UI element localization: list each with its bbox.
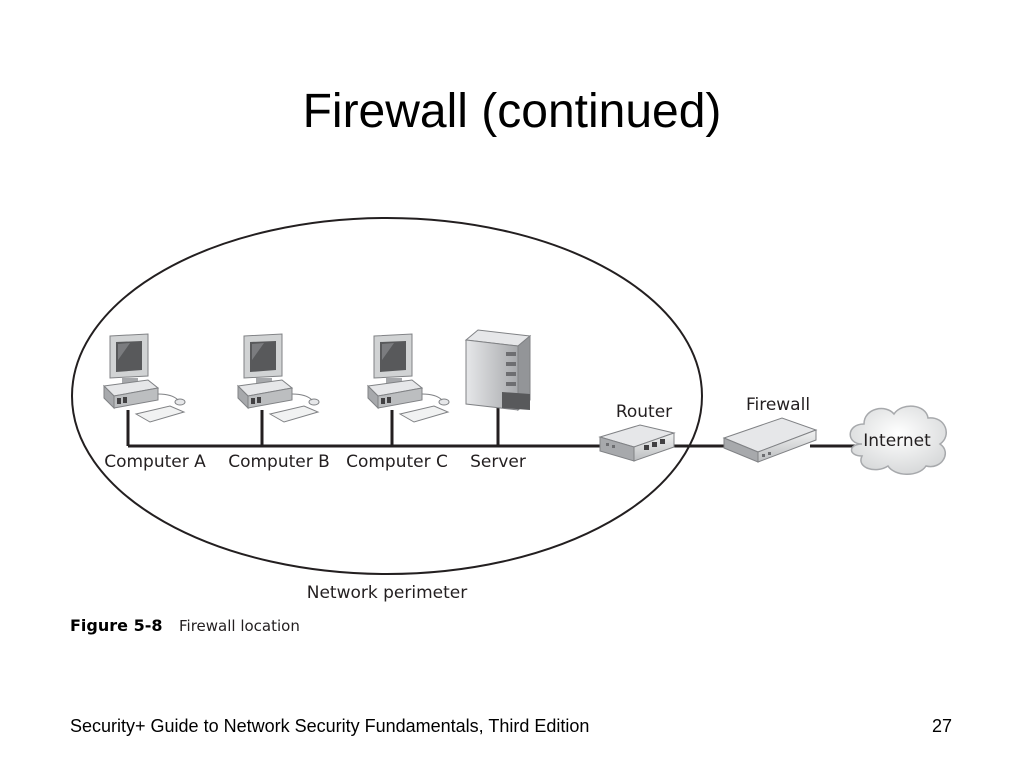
internet-cloud-icon — [849, 405, 947, 475]
firewall-label: Firewall — [746, 395, 810, 415]
server-icon — [464, 329, 532, 412]
footer-book-title: Security+ Guide to Network Security Fund… — [70, 716, 590, 736]
router-icon — [598, 424, 676, 462]
page-number: 27 — [931, 716, 952, 736]
router-label: Router — [616, 402, 672, 422]
computer-a-icon — [102, 333, 186, 423]
server-label: Server — [470, 452, 526, 472]
firewall-icon — [722, 417, 818, 463]
computer-b-label: Computer B — [228, 452, 330, 472]
computer-a-label: Computer A — [104, 452, 206, 472]
computer-c-icon — [366, 333, 450, 423]
figure-number: Figure 5-8 — [70, 616, 162, 635]
network-perimeter-ellipse — [71, 217, 703, 575]
internet-label: Internet — [863, 431, 931, 451]
network-perimeter-label: Network perimeter — [307, 583, 467, 603]
computer-c-label: Computer C — [346, 452, 448, 472]
slide-title: Firewall (continued) — [302, 85, 722, 138]
figure-caption: Firewall location — [179, 617, 300, 635]
network-links — [126, 408, 856, 448]
computer-b-icon — [236, 333, 320, 423]
